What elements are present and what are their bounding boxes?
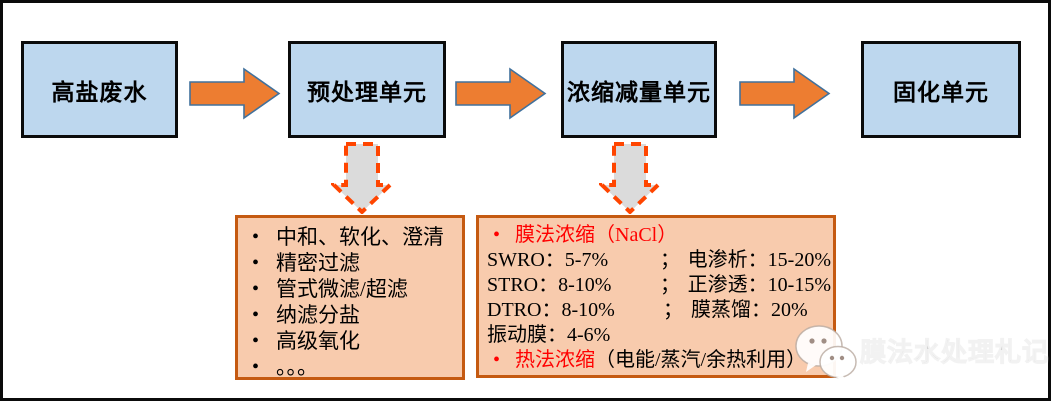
list-item: 高级氧化 [252, 328, 458, 354]
right-arrow-icon [739, 67, 831, 120]
flow-box-pretreatment-unit: 预处理单元 [288, 41, 446, 138]
table-row: STRO：8-10% ； 正渗透：10-15% [487, 274, 831, 296]
thermal-concentration-heading: 热法浓缩（电能/蒸汽/余热利用） [487, 348, 831, 373]
pretreatment-detail-box: 中和、软化、澄清 精密过滤 管式微滤/超滤 纳滤分盐 高级氧化 。。。 [235, 215, 465, 380]
right-arrow-icon [455, 67, 547, 120]
table-row: SWRO：5-7% ； 电渗析：15-20% [487, 249, 831, 271]
dashed-down-arrow-icon [331, 142, 393, 214]
table-row: 振动膜：4-6% [487, 324, 611, 346]
list-item: 精密过滤 [252, 250, 458, 276]
membrane-concentration-heading: 膜法浓缩（NaCl） [487, 223, 831, 248]
dashed-down-arrow-icon [599, 142, 661, 214]
flow-box-high-salt-wastewater: 高盐废水 [21, 41, 178, 138]
flow-box-label: 固化单元 [893, 79, 989, 105]
flow-box-solidification-unit: 固化单元 [861, 41, 1021, 138]
pretreatment-item-list: 中和、软化、澄清 精密过滤 管式微滤/超滤 纳滤分盐 高级氧化 。。。 [252, 224, 458, 377]
flow-box-concentration-reduction-unit: 浓缩减量单元 [561, 41, 717, 138]
flow-box-label: 高盐废水 [51, 79, 148, 105]
flow-box-label: 浓缩减量单元 [567, 79, 711, 105]
right-arrow-icon [189, 67, 281, 120]
list-item: 管式微滤/超滤 [252, 276, 458, 302]
concentration-detail-box: 膜法浓缩（NaCl） SWRO：5-7% ； 电渗析：15-20% STRO：8… [476, 215, 836, 378]
list-item: 纳滤分盐 [252, 302, 458, 328]
list-item: 中和、软化、澄清 [252, 224, 458, 250]
table-row: DTRO：8-10% ； 膜蒸馏：20% [487, 299, 808, 321]
list-item: 。。。 [252, 354, 458, 377]
flow-box-label: 预处理单元 [307, 79, 427, 105]
watermark-text: 膜法水处理札记 [859, 337, 1050, 367]
